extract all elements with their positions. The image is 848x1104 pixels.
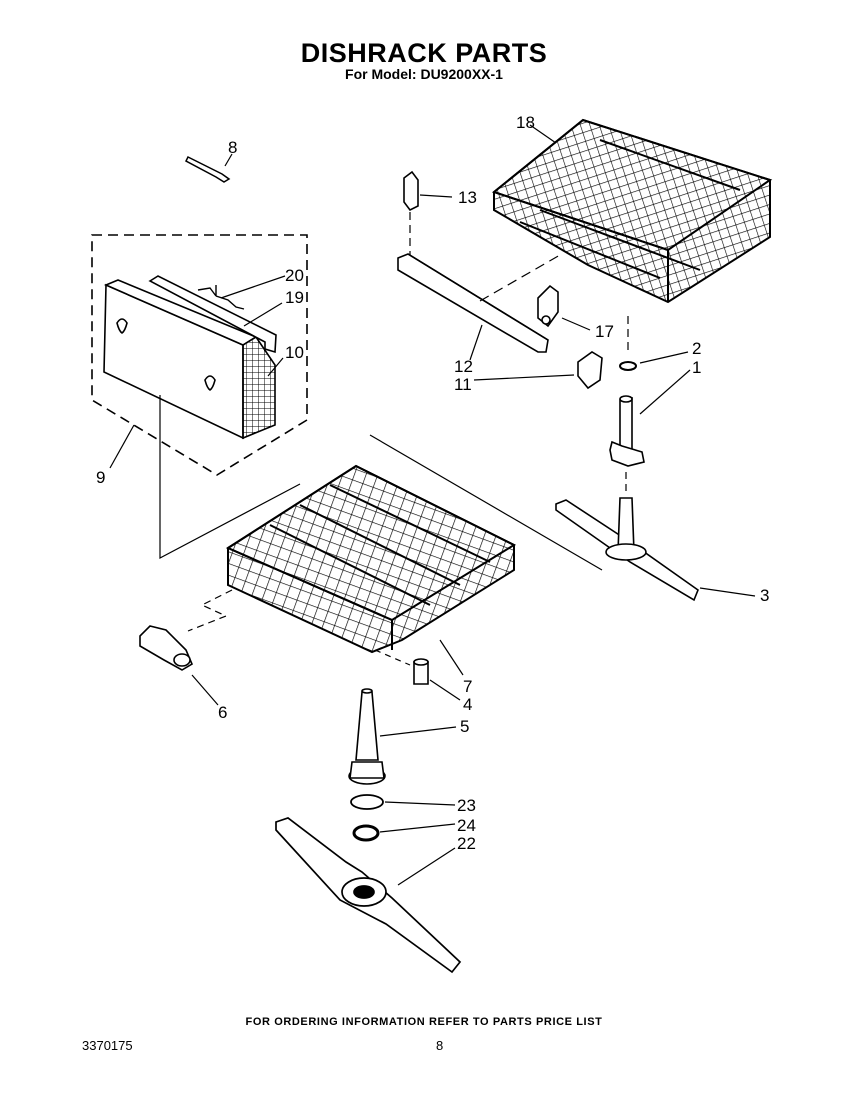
callout-13: 13 xyxy=(458,188,477,207)
callout-12: 12 xyxy=(454,357,473,376)
part-2-washer xyxy=(619,361,637,371)
callout-1: 1 xyxy=(692,358,701,377)
part-8-clip xyxy=(185,155,231,183)
part-3-upper-spray-arm xyxy=(555,497,699,602)
callout-22: 22 xyxy=(457,834,476,853)
document-number: 3370175 xyxy=(82,1038,133,1053)
leader-12 xyxy=(469,324,483,361)
part-17-rack-clip xyxy=(537,284,559,328)
part-1-spray-arm-manifold xyxy=(609,395,645,467)
assembly-guide-lower xyxy=(369,434,603,571)
leader-20 xyxy=(220,275,286,299)
part-10-silverware-basket xyxy=(103,279,276,440)
callout-3: 3 xyxy=(760,586,769,605)
callout-10: 10 xyxy=(285,343,304,362)
leader-8 xyxy=(224,153,233,167)
leader-22 xyxy=(397,847,456,886)
leader-2 xyxy=(639,351,689,364)
page-number: 8 xyxy=(436,1038,444,1053)
part-18-upper-dishrack xyxy=(491,118,773,304)
part-4-rack-roller xyxy=(413,658,429,685)
callout-8: 8 xyxy=(228,138,237,157)
leader-11 xyxy=(473,374,575,381)
part-19-basket-handle xyxy=(148,275,277,354)
part-9-dashed-box xyxy=(91,234,308,476)
part-13-rack-stop xyxy=(403,170,419,212)
leader-10 xyxy=(267,357,284,377)
assembly-guide-wheel xyxy=(187,589,233,632)
leader-24 xyxy=(379,823,456,833)
part-24-bearing-nut xyxy=(352,824,380,842)
leader-4 xyxy=(429,679,461,701)
guide-4 xyxy=(374,649,411,666)
callout-5: 5 xyxy=(460,717,469,736)
callout-4: 4 xyxy=(463,695,472,714)
leader-18 xyxy=(529,124,557,144)
leader-1 xyxy=(639,369,691,415)
part-6-rack-wheel xyxy=(139,625,194,671)
callout-11: 11 xyxy=(454,375,472,394)
part-7-lower-dishrack xyxy=(225,464,517,654)
callout-20: 20 xyxy=(285,266,304,285)
model-subtitle: For Model: DU9200XX-1 xyxy=(345,66,503,82)
part-11-rail-end-cap xyxy=(577,351,603,390)
callout-2: 2 xyxy=(692,339,701,358)
leader-3 xyxy=(699,587,756,597)
part-22-lower-spray-arm xyxy=(275,817,462,974)
leader-17 xyxy=(561,317,591,331)
callout-24: 24 xyxy=(457,816,476,835)
leader-13 xyxy=(419,194,453,198)
leader-7 xyxy=(439,639,464,676)
callout-23: 23 xyxy=(457,796,476,815)
part-5-lower-spray-manifold xyxy=(348,688,386,785)
ordering-note: FOR ORDERING INFORMATION REFER TO PARTS … xyxy=(245,1016,603,1028)
callout-9: 9 xyxy=(96,468,105,487)
callout-6: 6 xyxy=(218,703,227,722)
assembly-guide-basket xyxy=(159,395,301,559)
part-12-rack-rail xyxy=(397,253,549,353)
callout-19: 19 xyxy=(285,288,304,307)
leader-19 xyxy=(243,302,283,327)
page-title: DISHRACK PARTS xyxy=(300,38,548,68)
part-23-spray-arm-washer xyxy=(350,794,384,810)
leader-6 xyxy=(191,674,219,706)
callout-17: 17 xyxy=(595,322,614,341)
leader-9 xyxy=(109,424,135,469)
callout-18: 18 xyxy=(516,113,535,132)
callout-7: 7 xyxy=(463,677,472,696)
leader-5 xyxy=(379,726,457,737)
leader-23 xyxy=(384,801,456,806)
